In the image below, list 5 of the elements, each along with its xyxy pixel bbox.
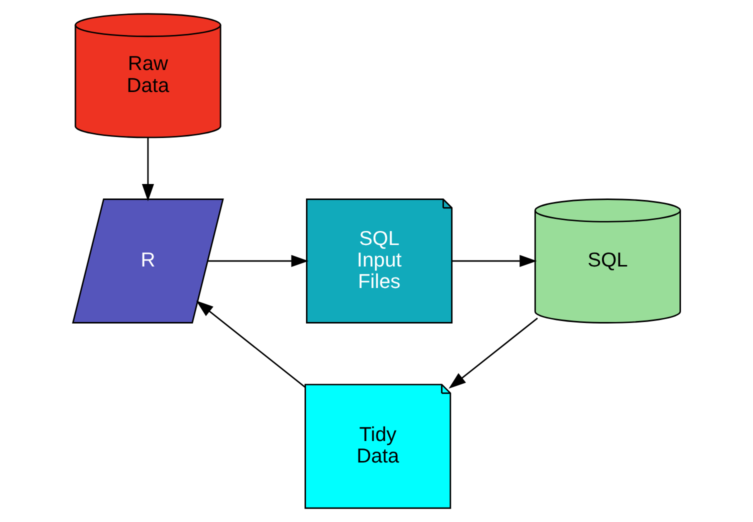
arrow xyxy=(452,254,537,268)
arrow xyxy=(142,138,154,202)
arrow xyxy=(208,254,309,268)
arrow xyxy=(448,318,538,389)
arrow xyxy=(196,300,306,388)
